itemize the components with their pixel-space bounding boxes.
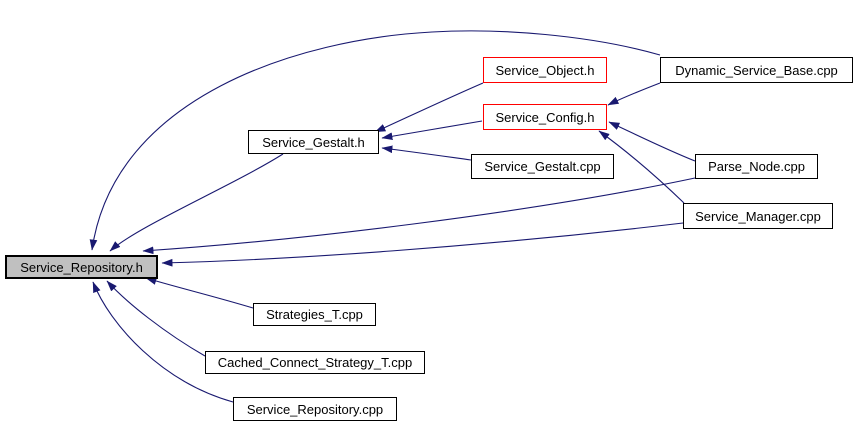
node-label: Cached_Connect_Strategy_T.cpp — [217, 355, 413, 370]
node-parse-node-cpp[interactable]: Parse_Node.cpp — [695, 154, 818, 179]
edge-service-repository-cpp-to-service-repository-h — [92, 281, 234, 403]
edge-parse-node-cpp-to-service-config-h — [608, 121, 696, 162]
node-label: Service_Gestalt.cpp — [484, 159, 601, 174]
node-service-repository-cpp[interactable]: Service_Repository.cpp — [233, 397, 397, 421]
edge-parse-node-cpp-to-service-repository-h — [142, 177, 696, 255]
node-label: Service_Object.h — [495, 62, 595, 78]
node-label: Service_Manager.cpp — [695, 208, 821, 224]
node-service-object-h[interactable]: Service_Object.h — [483, 57, 607, 83]
node-service-gestalt-cpp[interactable]: Service_Gestalt.cpp — [471, 154, 614, 179]
edge-dynamic-service-base-cpp-to-service-config-h — [607, 82, 661, 106]
node-label: Service_Repository.cpp — [246, 401, 384, 417]
node-service-gestalt-h[interactable]: Service_Gestalt.h — [248, 130, 379, 154]
edge-dynamic-service-base-cpp-to-service-repository-h — [89, 30, 661, 251]
node-label: Dynamic_Service_Base.cpp — [675, 62, 838, 78]
node-service-config-h[interactable]: Service_Config.h — [483, 104, 607, 130]
node-service-repository-h[interactable]: Service_Repository.h — [5, 255, 158, 279]
node-label: Parse_Node.cpp — [708, 159, 805, 174]
node-service-manager-cpp[interactable]: Service_Manager.cpp — [683, 203, 833, 229]
node-cached-connect-strategy-t-cpp[interactable]: Cached_Connect_Strategy_T.cpp — [205, 351, 425, 374]
node-label: Service_Config.h — [495, 109, 595, 125]
node-strategies-t-cpp[interactable]: Strategies_T.cpp — [253, 303, 376, 326]
edge-service-config-h-to-service-gestalt-h — [381, 120, 483, 140]
edge-strategies-t-cpp-to-service-repository-h — [145, 277, 254, 309]
edge-service-manager-cpp-to-service-config-h — [598, 130, 685, 204]
node-label: Strategies_T.cpp — [266, 307, 363, 322]
node-label: Service_Gestalt.h — [262, 134, 365, 150]
edge-service-manager-cpp-to-service-repository-h — [161, 222, 684, 267]
node-label: Service_Repository.h — [20, 259, 143, 275]
edge-service-gestalt-h-to-service-repository-h — [109, 153, 284, 252]
edge-service-object-h-to-service-gestalt-h — [374, 82, 484, 133]
edge-service-gestalt-cpp-to-service-gestalt-h — [381, 145, 472, 161]
edge-cached-connect-strategy-t-cpp-to-service-repository-h — [106, 280, 206, 357]
node-dynamic-service-base-cpp[interactable]: Dynamic_Service_Base.cpp — [660, 57, 853, 83]
